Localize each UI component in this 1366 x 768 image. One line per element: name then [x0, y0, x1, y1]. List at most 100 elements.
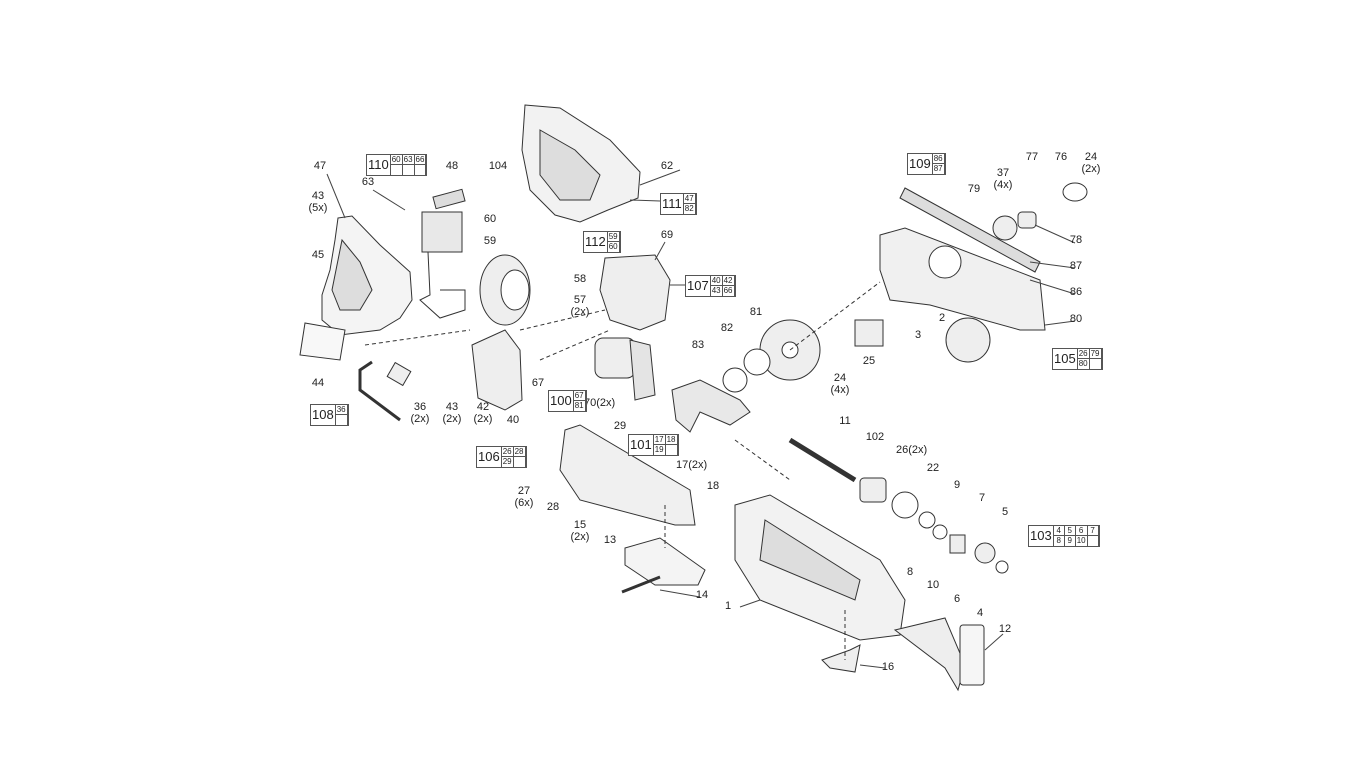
part-callout-label: 81 [749, 306, 763, 318]
hook-part [358, 360, 401, 422]
kit-number: 100 [549, 391, 574, 411]
part-callout-label: 62 [660, 160, 674, 172]
kit-number: 112 [584, 232, 608, 252]
handle-housing-part [299, 215, 413, 361]
kit-part-number: 87 [933, 164, 945, 174]
kit-number: 106 [477, 447, 502, 467]
motor-part [594, 337, 656, 401]
part-callout-label: 69 [660, 229, 674, 241]
part-callout-label: 43(2x) [442, 401, 462, 425]
shoe-part [624, 537, 706, 586]
kit-part-number: 66 [723, 286, 735, 296]
kit-part-number: 19 [654, 445, 666, 455]
kit-number: 108 [311, 405, 336, 425]
kit-part-number [391, 165, 403, 175]
part-callout-label: 9 [953, 479, 961, 491]
part-callout-label: 13 [603, 534, 617, 546]
kit-part-number: 4 [1053, 526, 1065, 536]
part-callout-label: 42(2x) [473, 401, 493, 425]
part-callout-label: 57(2x) [570, 294, 590, 318]
lever-part [821, 644, 861, 673]
kit-part-number: 81 [574, 401, 586, 411]
part-callout-label: 28 [546, 501, 560, 513]
kit-part-number: 43 [711, 286, 723, 296]
part-callout-label: 80 [1069, 313, 1083, 325]
kit-part-number: 59 [607, 232, 620, 242]
seal-part [891, 491, 919, 519]
part-callout-label: 82 [720, 322, 734, 334]
kit-part-number [403, 165, 415, 175]
kit-number: 105 [1053, 349, 1078, 369]
part-callout-label: 8 [906, 566, 914, 578]
part-callout-label: 79 [967, 183, 981, 195]
kit-part-number: 29 [502, 457, 514, 467]
kit-number: 107 [686, 276, 711, 296]
part-callout-label: 3 [914, 329, 922, 341]
part-callout-label: 83 [691, 339, 705, 351]
part-callout-label: 12 [998, 623, 1012, 635]
part-callout-label: 45 [311, 249, 325, 261]
kit-part-number [1088, 536, 1099, 546]
blade-guard-part [959, 624, 985, 686]
part-callout-label: 29 [613, 420, 627, 432]
part-callout-label: 58 [573, 273, 587, 285]
kit-part-number: 8 [1054, 536, 1065, 546]
kit-part-number [336, 415, 348, 425]
clamp-part [859, 477, 887, 503]
kit-number: 101 [629, 435, 654, 455]
kit-part-number [415, 165, 427, 175]
washer-part [722, 367, 748, 393]
kit-part-number: 66 [414, 155, 427, 165]
lever-part [854, 319, 884, 347]
part-callout-label: 14 [695, 589, 709, 601]
part-callout-label: 70(2x) [584, 397, 616, 409]
kit-part-number: 26 [1077, 349, 1090, 359]
kit-part-number: 47 [683, 194, 696, 204]
part-callout-label: 6 [953, 593, 961, 605]
part-callout-label: 25 [862, 355, 876, 367]
kit-part-number: 60 [390, 155, 403, 165]
kit-number: 110 [367, 155, 391, 175]
kit-part-number: 26 [501, 447, 514, 457]
crank-part [671, 379, 751, 433]
kit-part-number: 82 [684, 204, 696, 214]
blade-part [893, 617, 966, 692]
bushing-part [1017, 211, 1037, 229]
part-callout-label: 77 [1025, 151, 1039, 163]
part-callout-label: 48 [445, 160, 459, 172]
kit-part-number: 40 [710, 276, 723, 286]
part-callout-label: 40 [506, 414, 520, 426]
switch-part [419, 188, 466, 319]
part-callout-label: 47 [313, 160, 327, 172]
part-callout-label: 26(2x) [896, 444, 928, 456]
part-callout-label: 104 [488, 160, 508, 172]
part-callout-label: 67 [531, 377, 545, 389]
kit-number: 111 [661, 194, 684, 214]
part-callout-label: 44 [311, 377, 325, 389]
kit-part-number: 79 [1089, 349, 1102, 359]
kit-part-number: 63 [402, 155, 415, 165]
pin-part [621, 575, 661, 594]
kit-number: 103 [1029, 526, 1054, 546]
part-callout-label: 16 [881, 661, 895, 673]
plate-part [1062, 182, 1088, 202]
part-callout-label: 87 [1069, 260, 1083, 272]
part-callout-label: 36(2x) [410, 401, 430, 425]
part-callout-label: 27(6x) [514, 485, 534, 509]
part-callout-label: 10 [926, 579, 940, 591]
gearcase-part [879, 187, 1046, 331]
gear-housing-part [521, 104, 641, 223]
bearing-part [992, 215, 1018, 241]
part-callout-label: 7 [978, 492, 986, 504]
